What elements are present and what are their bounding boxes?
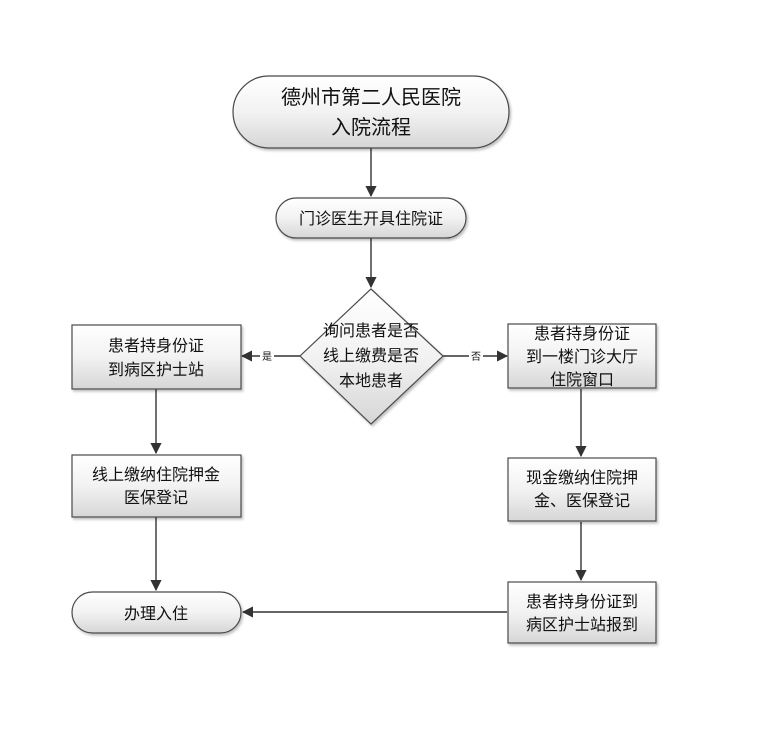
left-pay-line-2: 医保登记 [124,488,188,507]
title-node: 德州市第二人民医院 入院流程 [232,75,510,149]
left-pay-node: 线上缴纳住院押金 医保登记 [71,454,242,518]
admit-node: 办理入住 [71,591,242,634]
no-label: 否 [471,351,481,363]
admit-label: 办理入住 [124,604,188,623]
edges [150,148,587,618]
outpatient-node: 门诊医生开具住院证 [275,197,467,239]
yes-label-bg [260,349,274,363]
right-report-line-2: 病区护士站报到 [526,615,638,634]
right-window-node: 患者持身份证 到一楼门诊大厅 住院窗口 [507,323,657,389]
decision-node: 询问患者是否 线上缴费是否 本地患者 [299,288,444,425]
decision-line-1: 询问患者是否 [323,321,419,340]
left-pay-line-1: 线上缴纳住院押金 [92,465,220,484]
right-cash-line-2: 金、医保登记 [534,491,630,510]
right-window-line-2: 到一楼门诊大厅 [526,347,638,366]
right-report-line-1: 患者持身份证到 [526,592,638,611]
right-report-node: 患者持身份证到 病区护士站报到 [507,581,657,644]
right-window-line-1: 患者持身份证 [534,324,630,343]
left-nurse-line-2: 到病区护士站 [108,360,204,379]
yes-label: 是 [262,351,272,363]
left-nurse-node: 患者持身份证 到病区护士站 [71,324,242,390]
decision-line-3: 本地患者 [339,371,403,390]
right-window-line-3: 住院窗口 [550,370,614,389]
no-label-bg [469,349,483,363]
decision-line-2: 线上缴费是否 [323,346,419,365]
title-line-2: 入院流程 [331,115,411,139]
title-line-1: 德州市第二人民医院 [281,85,461,109]
right-cash-line-1: 现金缴纳住院押 [526,468,638,487]
outpatient-label: 门诊医生开具住院证 [299,209,443,228]
right-cash-node: 现金缴纳住院押 金、医保登记 [507,457,657,522]
left-nurse-line-1: 患者持身份证 [108,336,204,355]
